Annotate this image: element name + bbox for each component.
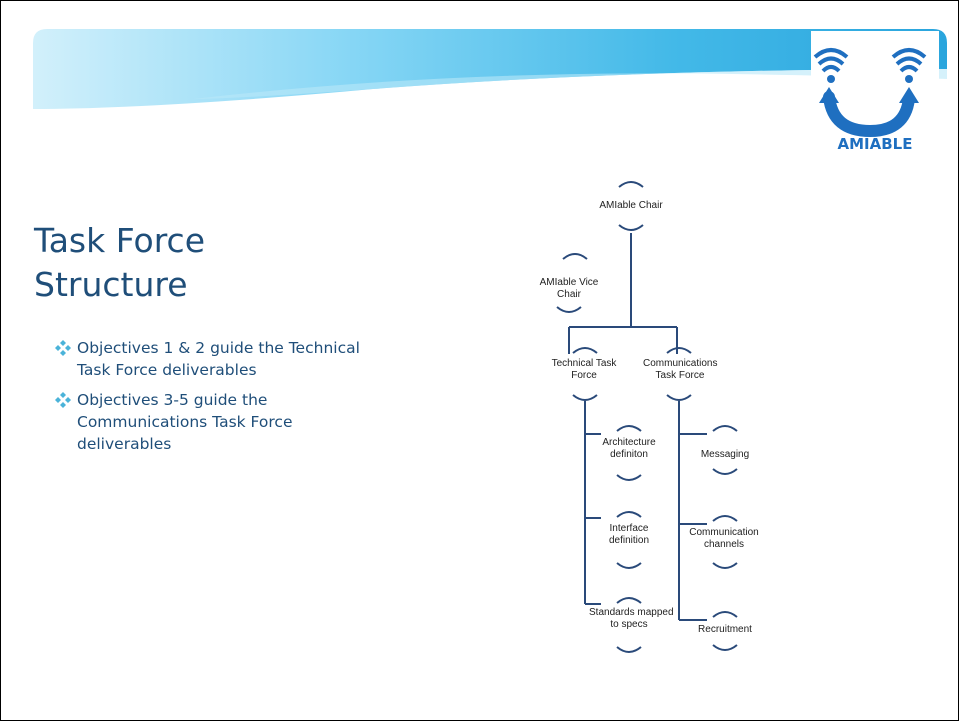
title-line-2: Structure — [34, 265, 188, 304]
node-architecture: Architecture definiton — [597, 437, 661, 461]
page-title: Task Force Structure — [34, 219, 354, 307]
node-interface-line-2: definition — [608, 535, 650, 546]
org-chart: AMIable Chair AMIable Vice Chair Technic… — [521, 169, 761, 659]
bullet-item: Objectives 3-5 guide the Communications … — [55, 389, 365, 455]
node-vice-chair-line-2: Chair — [557, 289, 581, 300]
header-banner — [33, 29, 947, 109]
node-interface: Interface definition — [597, 523, 661, 547]
node-architecture-line-1: Architecture — [602, 437, 656, 448]
node-messaging: Messaging — [693, 449, 757, 461]
node-comm-channels-line-2: channels — [703, 539, 745, 550]
node-comm-channels-line-1: Communication — [689, 527, 759, 538]
u-arrow-icon — [823, 91, 915, 138]
node-technical-line-1: Technical Task — [551, 358, 617, 369]
bullet-text: Objectives 3-5 guide the Communications … — [77, 391, 293, 453]
node-standards-line-1: Standards mapped — [589, 607, 674, 618]
node-communications-line-2: Task Force — [655, 370, 705, 381]
node-vice-chair: AMIable Vice Chair — [539, 277, 599, 301]
title-line-1: Task Force — [34, 221, 205, 260]
diamond-bullet-icon — [55, 340, 71, 356]
node-interface-line-1: Interface — [609, 523, 649, 534]
amiable-logo: AMIABLE — [811, 31, 939, 159]
bullet-list: Objectives 1 & 2 guide the Technical Tas… — [55, 337, 365, 463]
node-architecture-line-2: definiton — [610, 449, 648, 460]
node-standards-line-2: to specs — [610, 619, 648, 630]
diamond-bullet-icon — [55, 392, 71, 408]
node-recruitment-label: Recruitment — [698, 624, 752, 635]
node-recruitment: Recruitment — [693, 624, 757, 636]
node-chair-label: AMIable Chair — [599, 200, 663, 211]
node-standards: Standards mapped to specs — [589, 607, 674, 631]
logo-text: AMIABLE — [837, 135, 913, 153]
wifi-left-icon — [813, 48, 849, 83]
node-vice-chair-line-1: AMIable Vice — [539, 277, 599, 288]
node-communications-line-1: Communications — [643, 358, 718, 369]
wifi-right-icon — [891, 48, 927, 83]
org-chart-lines — [556, 181, 738, 653]
node-messaging-label: Messaging — [700, 449, 750, 460]
node-chair: AMIable Chair — [599, 200, 663, 212]
node-communications-task-force: Communications Task Force — [643, 358, 717, 382]
node-communication-channels: Communication channels — [687, 527, 761, 551]
bullet-text: Objectives 1 & 2 guide the Technical Tas… — [77, 339, 360, 379]
node-technical-task-force: Technical Task Force — [549, 358, 619, 382]
logo-graphic — [813, 48, 927, 138]
node-technical-line-2: Force — [571, 370, 597, 381]
bullet-item: Objectives 1 & 2 guide the Technical Tas… — [55, 337, 365, 381]
